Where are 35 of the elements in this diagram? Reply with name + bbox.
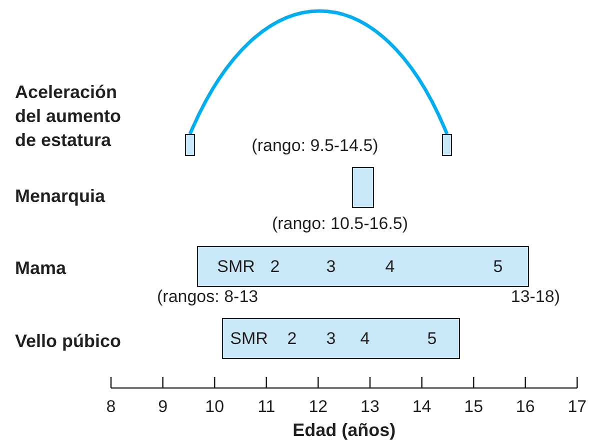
stage-label: 4 [360,328,370,348]
stage-bar [197,246,529,287]
stage-label: 2 [287,328,297,348]
stage-bar [222,318,460,359]
row-label: Aceleración del aumento de estatura [15,81,122,152]
growth-curve [188,9,449,135]
tick-label: 11 [258,397,276,417]
row-label: Vello púbico [15,330,122,353]
stage-label: SMR [217,256,255,276]
tick-label: 14 [412,397,432,417]
range-bar [185,134,195,156]
tick-label: 8 [106,397,116,417]
stage-label: 5 [427,328,437,348]
stage-label: 3 [326,256,336,276]
axis-title: Edad (años) [292,419,396,441]
stage-label: 2 [270,256,280,276]
range-note: (rango: 9.5-14.5) [252,136,378,156]
range-note: (rango: 10.5-16.5) [272,214,408,234]
stage-label: 5 [493,256,503,276]
range-note: 13-18) [510,287,560,307]
stage-label: 4 [385,256,395,276]
range-bar [352,167,374,208]
stage-label: SMR [230,328,268,348]
tick-label: 12 [308,397,328,417]
row-label: Mama [15,257,66,280]
tick-label: 15 [464,397,484,417]
tick-label: 16 [516,397,535,417]
range-bar [442,134,452,156]
tick-label: 13 [360,397,380,417]
range-note: (rangos: 8-13 [157,287,258,307]
tick-label: 17 [568,397,587,417]
row-label: Menarquia [15,185,106,208]
tick-label: 9 [158,397,168,417]
tick-label: 10 [205,397,224,417]
stage-label: 3 [326,328,336,348]
